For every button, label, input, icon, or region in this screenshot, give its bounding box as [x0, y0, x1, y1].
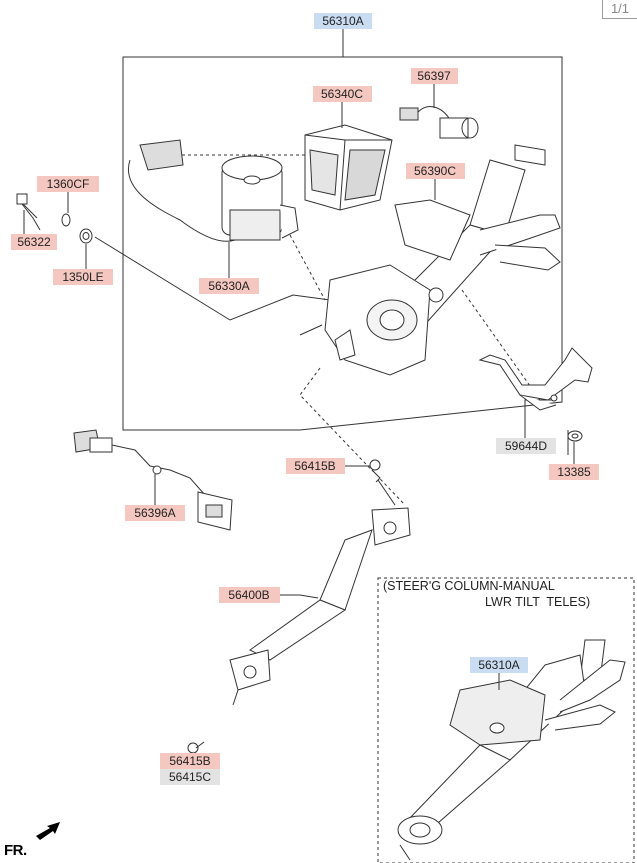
- inset-caption: (STEER'G COLUMN-MANUAL LWR TILT TELES): [383, 578, 590, 610]
- part-label-56330A: 56330A: [199, 242, 259, 294]
- part-label-56396A: 56396A: [125, 474, 185, 521]
- part-number-56415B: 56415B: [294, 459, 335, 473]
- part-label-56310A-main: 56310A: [314, 13, 372, 29]
- inset-frame: [377, 577, 635, 863]
- part-number-56400B: 56400B: [228, 588, 269, 602]
- part-label-56415C: 56415C: [160, 769, 220, 785]
- harness-part: [73, 429, 233, 531]
- front-arrow-icon: [36, 822, 60, 840]
- part-number-56322: 56322: [17, 235, 51, 249]
- intermediate-shaft-part: [187, 459, 411, 754]
- part-number-56340C: 56340C: [321, 87, 363, 101]
- bolt-part: [16, 193, 93, 244]
- part-number-56397: 56397: [417, 69, 451, 83]
- part-label-56322: 56322: [11, 210, 57, 250]
- part-label-56390C: 56390C: [406, 163, 465, 200]
- part-number-56415C: 56415C: [169, 770, 211, 784]
- bracket-part: [478, 347, 593, 442]
- part-label-1350LE: 1350LE: [53, 244, 113, 285]
- page-indicator: 1/1: [602, 0, 637, 19]
- steering-column-part: [324, 144, 561, 376]
- part-number-59644D: 59644D: [505, 439, 547, 453]
- inset-caption-line1: (STEER'G COLUMN-MANUAL: [383, 579, 555, 593]
- part-label-56310A-inset: 56310A: [470, 657, 528, 690]
- part-label-56415B-upper: 56415B: [286, 458, 370, 474]
- front-direction-label: FR.: [4, 842, 27, 859]
- part-label-56400B: 56400B: [219, 587, 300, 603]
- motor-part: [127, 139, 299, 242]
- part-number-1350LE: 1350LE: [62, 270, 103, 284]
- part-label-59644D: 59644D: [496, 438, 556, 454]
- ecu-part: [304, 124, 393, 211]
- part-label-56397: 56397: [411, 68, 458, 108]
- part-number-56310A-inset: 56310A: [478, 658, 519, 672]
- sensor-harness-part: [399, 106, 479, 139]
- assembly-frame: [122, 56, 563, 431]
- part-number-56310A: 56310A: [322, 14, 363, 28]
- part-number-56330A: 56330A: [208, 279, 249, 293]
- inset-caption-line2: LWR TILT TELES): [485, 595, 591, 609]
- part-label-56415B-lower: 56415B: [160, 752, 220, 769]
- part-number-13385: 13385: [557, 465, 591, 479]
- inset-column-part: [397, 639, 626, 861]
- part-label-56340C: 56340C: [313, 86, 372, 128]
- part-label-13385: 13385: [549, 442, 599, 480]
- part-number-56396A: 56396A: [134, 506, 175, 520]
- part-number-56415B-lower: 56415B: [169, 754, 210, 768]
- part-number-56390C: 56390C: [414, 164, 456, 178]
- part-number-1360CF: 1360CF: [47, 177, 90, 191]
- part-label-1360CF: 1360CF: [37, 176, 99, 213]
